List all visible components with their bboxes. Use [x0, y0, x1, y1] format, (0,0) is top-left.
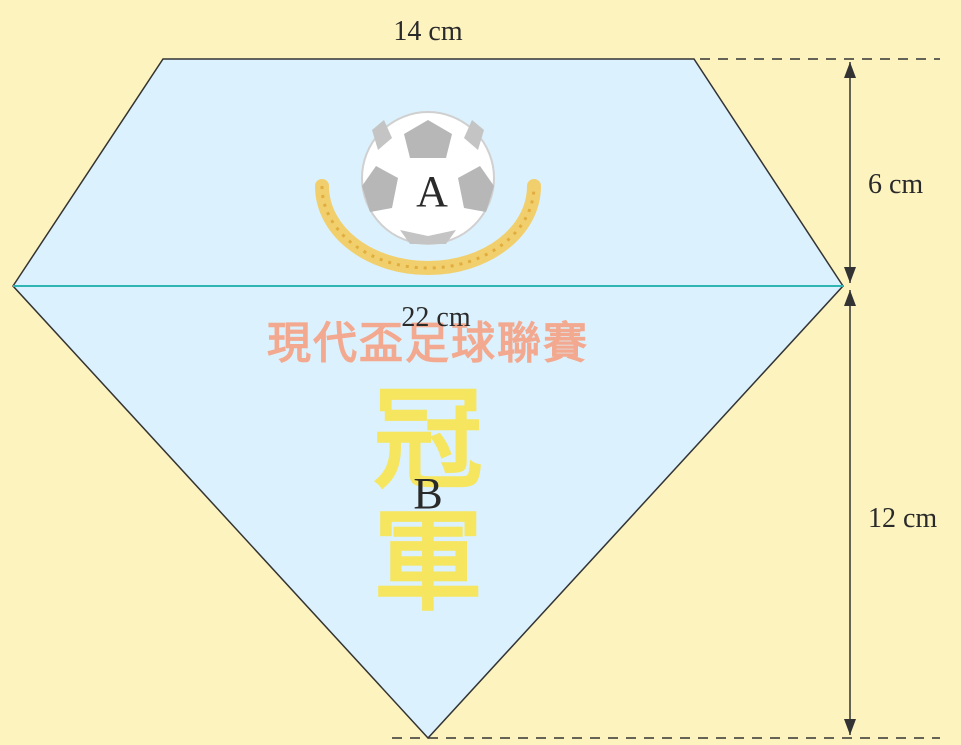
region-a-label: A: [416, 167, 448, 216]
region-b-label: B: [413, 469, 442, 518]
top-width-label: 14 cm: [393, 16, 462, 47]
champion-char-2: 軍: [373, 498, 483, 626]
laurel-icon: [315, 179, 541, 276]
middle-width-label: 22 cm: [401, 302, 470, 333]
lower-height-label: 12 cm: [868, 503, 937, 534]
soccer-ball-icon: [361, 111, 495, 245]
upper-height-arrow: [844, 62, 856, 283]
banner-text: 現代盃足球聯賽: [267, 318, 589, 369]
lower-height-arrow: [844, 290, 856, 735]
champion-char-1: 冠: [373, 376, 483, 504]
pennant-shape: [12, 58, 844, 740]
upper-height-label: 6 cm: [868, 169, 923, 200]
